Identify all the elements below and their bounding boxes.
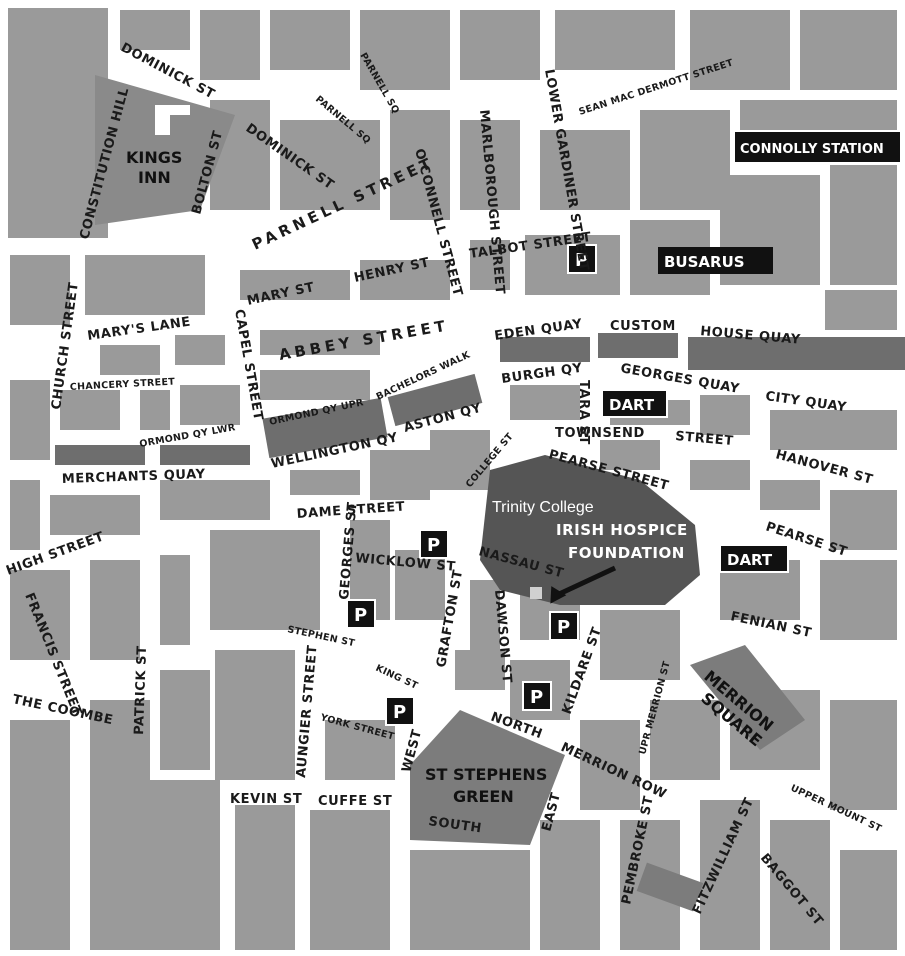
small-park: [636, 862, 704, 912]
kings-inn-label-2: INN: [138, 168, 171, 187]
trinity-college-area: [480, 455, 700, 605]
street-label: STREET: [675, 429, 735, 449]
dart-label-2: DART: [727, 551, 773, 569]
svg-text:P: P: [575, 250, 588, 271]
parking-icons: P P P P P P: [346, 244, 597, 726]
svg-text:P: P: [557, 617, 570, 638]
connolly-station-label: CONNOLLY STATION: [740, 142, 884, 157]
stephens-green-label-2: GREEN: [453, 787, 514, 806]
stephens-green-label-1: ST STEPHENS: [425, 765, 547, 784]
location-arrow-icon: [550, 586, 567, 604]
svg-text:P: P: [354, 605, 367, 626]
dart-label-1: DART: [609, 396, 655, 414]
parking-icon: P: [567, 244, 597, 274]
street-label: CUSTOM: [610, 319, 676, 334]
hospice-label-1: IRISH HOSPICE: [556, 521, 688, 539]
street-label: TOWNSEND: [555, 426, 645, 441]
street-label: PATRICK ST: [132, 645, 150, 735]
hospice-location-marker: [530, 587, 542, 599]
street-label: TARA ST: [576, 380, 591, 445]
busarus-badge: [658, 247, 773, 274]
busarus-label: BUSARUS: [664, 253, 745, 271]
connolly-station-badge: [735, 132, 900, 162]
kings-inn-label-1: KINGS: [126, 148, 182, 167]
svg-text:P: P: [393, 702, 406, 723]
kings-inn-block: [95, 75, 235, 225]
parking-icon: P: [549, 611, 579, 641]
parking-icon: P: [385, 696, 415, 726]
street-label: KEVIN ST: [230, 792, 302, 807]
dart-badge-2: [719, 544, 789, 573]
street-label: MERCHANTS QUAY: [62, 467, 206, 487]
merrion-square-park: [690, 645, 805, 750]
parking-icon: P: [522, 681, 552, 711]
location-arrow-shaft: [555, 565, 617, 598]
parking-icon: P: [419, 529, 449, 559]
river-liffey: [55, 333, 905, 465]
parking-icon: P: [346, 599, 376, 629]
trinity-college-label: Trinity College: [492, 499, 594, 516]
dart-badge-1: [601, 389, 668, 418]
st-stephens-green-park: [410, 710, 565, 845]
svg-text:P: P: [530, 687, 543, 708]
hospice-label-2: FOUNDATION: [568, 544, 685, 562]
street-label: SOUTH: [427, 814, 482, 836]
kings-inn-building-icon: [155, 105, 190, 135]
street-label: CUFFE ST: [318, 794, 392, 809]
svg-text:P: P: [427, 535, 440, 556]
